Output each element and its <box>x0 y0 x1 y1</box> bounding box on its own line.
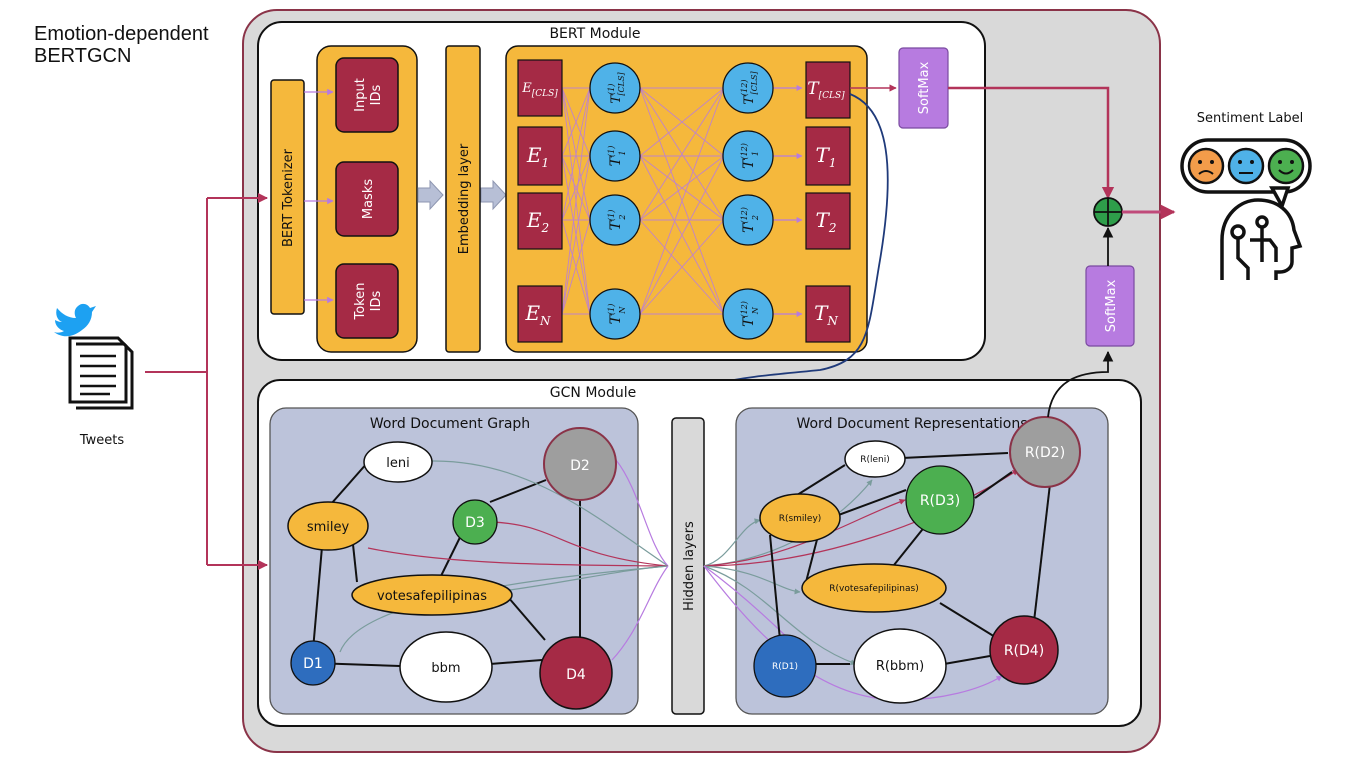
graph-node-d3-label: D3 <box>465 515 485 531</box>
graph-node-d1 <box>290 640 336 686</box>
tweets-document-icon <box>68 336 134 410</box>
arrow-bert-softmax-combine <box>948 86 1115 200</box>
repr-node-bbm-label: R(bbm) <box>876 659 924 674</box>
gcn-module-label: GCN Module <box>550 385 636 401</box>
repr-node-d2 <box>1009 416 1081 488</box>
embedding-layer <box>445 45 481 353</box>
output-token-n <box>805 285 851 343</box>
repr-node-d4-label: R(D4) <box>1004 643 1044 659</box>
repr-node-d3-label: R(D3) <box>920 493 960 509</box>
bert-tokenizer-label: BERT Tokenizer <box>281 148 296 247</box>
twitter-bird-icon <box>54 303 96 337</box>
graph-node-d1-label: D1 <box>303 656 323 672</box>
encoder-connections <box>561 87 725 315</box>
input-ids-label-line2: IDs <box>369 84 384 105</box>
repr-node-d1-label: R(D1) <box>772 662 798 672</box>
graph-node-d2-label: D2 <box>570 458 590 474</box>
repr-node-votesafepilipinas <box>801 563 947 613</box>
token-ids-box <box>335 263 399 339</box>
output-token-n-label: TN <box>814 301 838 328</box>
encoder-outputs: T[CLS] T1 T2 TN <box>805 61 851 343</box>
word-document-representations-title: Word Document Representations <box>796 416 1027 432</box>
diagram-title-line2: BERTGCN <box>34 45 131 67</box>
graph-node-d4 <box>539 636 613 710</box>
word-document-graph-title: Word Document Graph <box>370 416 530 432</box>
output-token-2 <box>805 192 851 250</box>
bert-encoder-box <box>505 45 868 353</box>
repr-node-d3 <box>905 465 975 535</box>
input-routing <box>145 193 268 570</box>
repr-node-bbm <box>853 628 947 704</box>
arrow-repr-gcn-softmax <box>1047 350 1114 418</box>
bert-module-label: BERT Module <box>549 26 640 42</box>
gcn-softmax-label: SoftMax <box>1104 279 1119 332</box>
layer12-node-cls <box>722 62 774 114</box>
bert-softmax-label: SoftMax <box>917 61 932 114</box>
repr-node-smiley-label: R(smiley) <box>779 514 822 524</box>
layer1-node-n <box>589 288 641 340</box>
layer12-node-n <box>722 288 774 340</box>
gcn-softmax <box>1085 265 1135 347</box>
input-ids-label-line1: Input <box>353 78 368 112</box>
hidden-layers-label: Hidden layers <box>682 521 697 611</box>
graph-node-d2 <box>543 427 617 501</box>
layer12-node-2 <box>722 194 774 246</box>
sentiment-label-title: Sentiment Label <box>1197 111 1303 126</box>
token-ids-label-line2: IDs <box>369 290 384 311</box>
token-ids-label-line1: Token <box>353 283 368 321</box>
layer1-node-2 <box>589 194 641 246</box>
neutral-face-icon <box>1227 147 1265 185</box>
masks-label: Masks <box>361 179 376 219</box>
graph-node-bbm <box>399 631 493 703</box>
masks-box <box>335 161 399 237</box>
bert-tokenizer <box>270 79 305 315</box>
encoder-output-arrows <box>772 85 803 317</box>
graph-node-votesafepilipinas-label: votesafepilipinas <box>377 589 487 604</box>
repr-node-leni-label: R(leni) <box>860 455 890 465</box>
embedding-token-cls <box>517 59 563 117</box>
repr-node-leni <box>844 440 906 478</box>
transformer-layer-1: T(1)[CLS] T(1)1 T(1)2 T(1)N <box>589 62 641 340</box>
graph-node-leni <box>363 441 433 483</box>
graph-node-leni-label: leni <box>386 456 409 471</box>
sentiment-bubble-icon <box>1180 138 1312 211</box>
layer1-node-cls <box>589 62 641 114</box>
embedding-token-1 <box>517 126 563 186</box>
input-ids-box <box>335 57 399 133</box>
output-token-cls <box>805 61 851 119</box>
layer1-node-1 <box>589 130 641 182</box>
graph-node-smiley <box>287 501 369 551</box>
graph-node-bbm-label: bbm <box>431 661 460 676</box>
repr-node-smiley <box>759 493 841 543</box>
graph-node-d4-label: D4 <box>566 667 586 683</box>
tweets-label: Tweets <box>79 433 125 448</box>
happy-face-icon <box>1267 147 1305 185</box>
embedding-token-2 <box>517 192 563 250</box>
repr-node-d2-label: R(D2) <box>1025 445 1065 461</box>
word-document-graph-panel <box>269 407 639 715</box>
output-token-1 <box>805 126 851 186</box>
repr-node-d4 <box>989 615 1059 685</box>
embedding-layer-label: Embedding layer <box>457 143 472 254</box>
ai-head-icon <box>1220 198 1303 280</box>
graph-node-smiley-label: smiley <box>307 520 350 535</box>
sad-face-icon <box>1187 147 1225 185</box>
repr-node-d1 <box>753 634 817 698</box>
layer12-node-1 <box>722 130 774 182</box>
embedding-tokens: E[CLS] E1 E2 EN <box>517 59 563 343</box>
block-arrow-inputs-embedding <box>417 179 444 211</box>
repr-node-votesafepilipinas-label: R(votesafepilipinas) <box>829 584 918 594</box>
graph-node-votesafepilipinas <box>351 574 513 616</box>
diagram-title-line1: Emotion-dependent <box>34 23 209 45</box>
graph-to-hidden-edges <box>339 459 669 661</box>
transformer-layer-12: T(12)[CLS] T(12)1 T(12)2 T(12)N <box>722 62 774 340</box>
block-arrow-embedding-encoder <box>480 179 507 211</box>
embedding-token-n <box>517 285 563 343</box>
graph-node-d3 <box>452 499 498 545</box>
